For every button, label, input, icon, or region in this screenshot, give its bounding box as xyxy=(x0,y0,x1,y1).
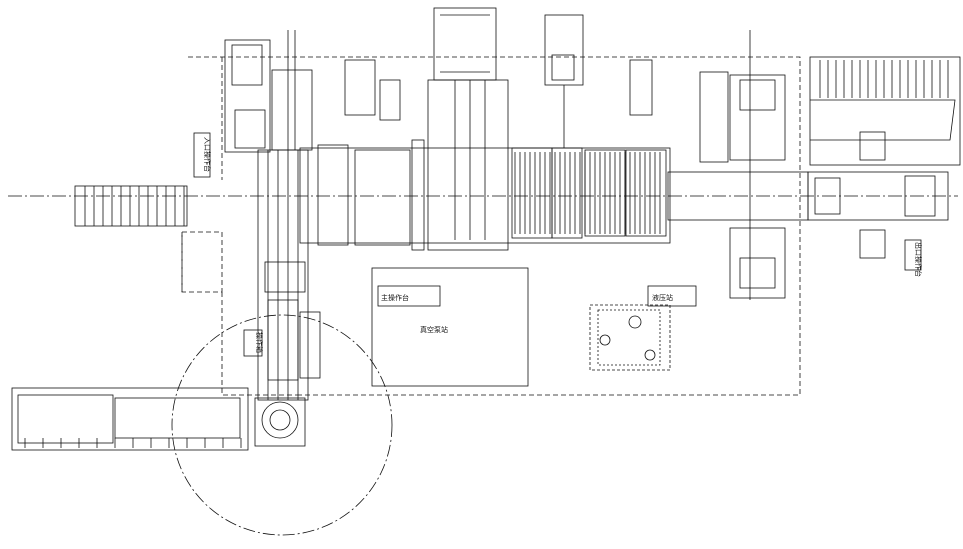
exit-drive-lower xyxy=(729,227,786,299)
stacker-frame xyxy=(809,56,961,166)
vacuum-pump-zone xyxy=(371,267,529,387)
small-box-1 xyxy=(243,329,263,357)
console-left-label: 入口操作台 xyxy=(203,137,212,172)
console-right-label: 出口操作台 xyxy=(914,242,923,277)
vacuum-pump-label: 真空泵站 xyxy=(420,325,448,334)
coil-car xyxy=(11,387,249,451)
process-line-ribs xyxy=(514,152,661,234)
entry-roller-table xyxy=(74,185,188,227)
console-main-box xyxy=(377,285,441,307)
small-label-1: 操作箱 xyxy=(255,332,264,353)
exit-drive-upper xyxy=(729,74,786,161)
stacker-slats xyxy=(819,60,949,98)
leveller-unit xyxy=(354,149,411,246)
coil-car-rails xyxy=(24,438,242,448)
shear-unit xyxy=(511,147,553,239)
vacuum-chamber-frame xyxy=(427,79,509,251)
swing-radius-circle xyxy=(171,314,393,536)
hydraulic-station-label: 液压站 xyxy=(652,293,673,302)
stacker-table xyxy=(807,171,949,221)
console-right-box xyxy=(904,239,922,271)
floor-boundary xyxy=(181,56,801,396)
vertical-entry-line xyxy=(257,149,309,401)
coil-station xyxy=(254,397,306,447)
floor-boundary-lower xyxy=(181,232,300,396)
entry-drive-unit xyxy=(224,39,271,153)
hydraulic-piping xyxy=(589,304,671,371)
console-left-box xyxy=(193,132,211,178)
straightener xyxy=(317,144,349,246)
entry-rollers xyxy=(84,186,185,226)
hydraulic-station-box xyxy=(647,285,697,307)
console-main-label: 主操作台 xyxy=(381,293,409,302)
top-hoist xyxy=(433,7,497,81)
shear-drive xyxy=(544,14,584,86)
